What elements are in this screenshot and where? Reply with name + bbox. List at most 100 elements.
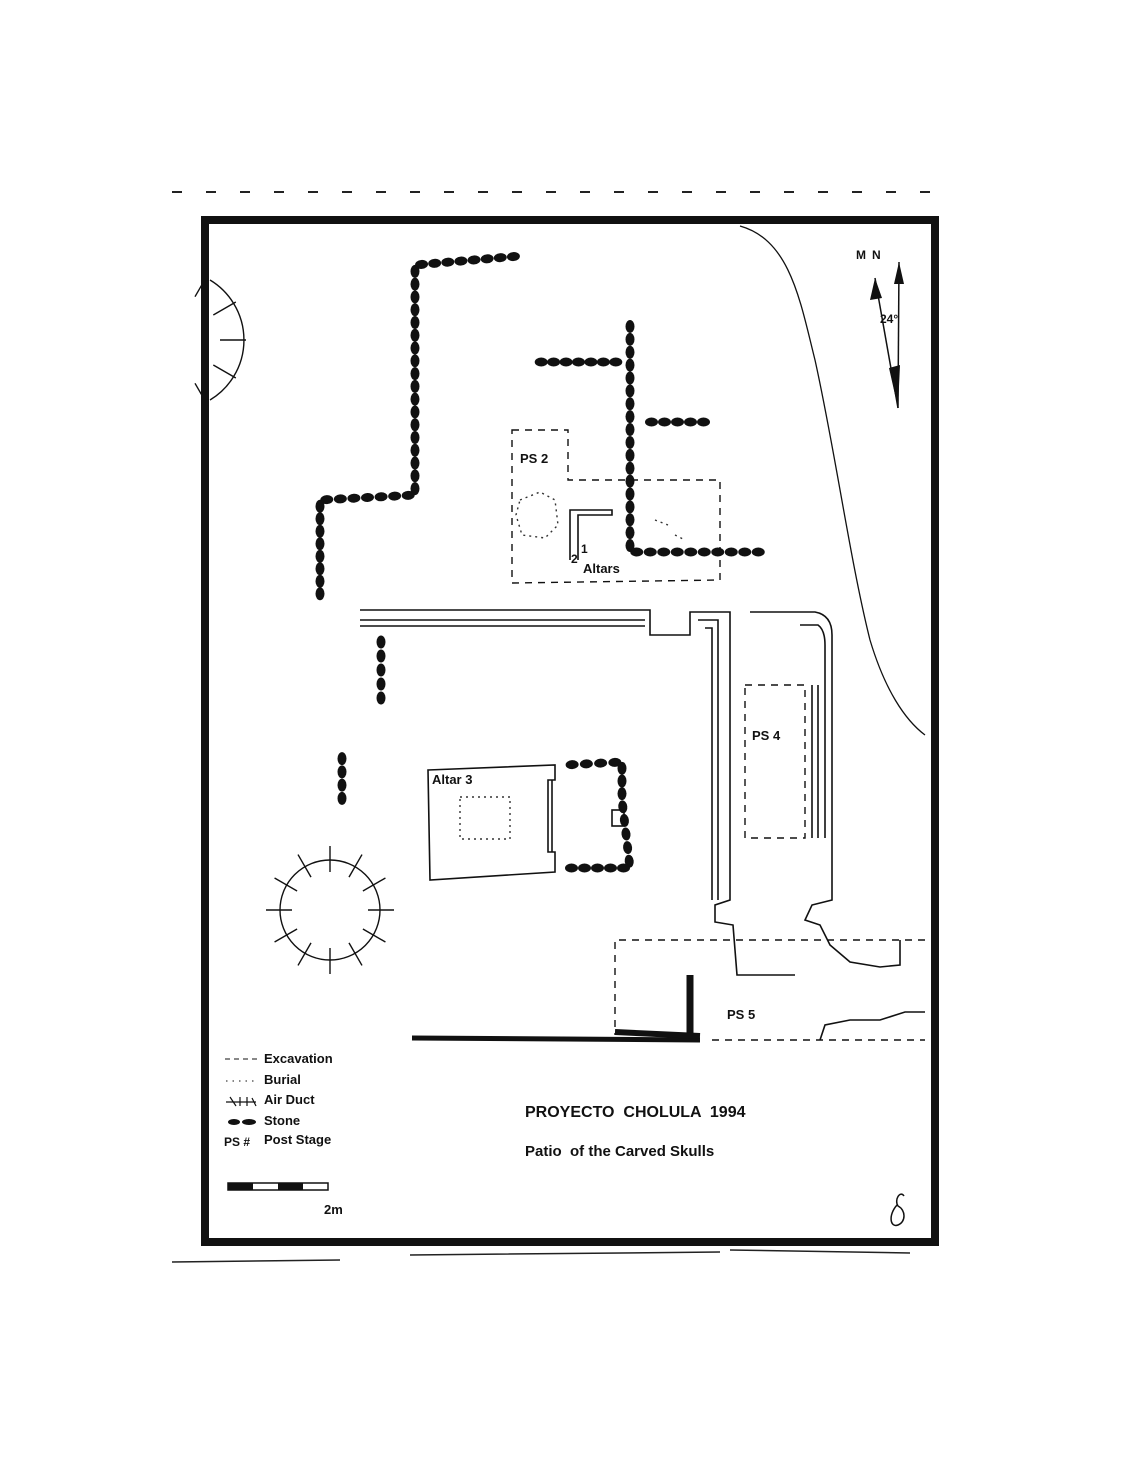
stone <box>410 431 420 444</box>
ps5-label: PS 5 <box>727 1007 755 1022</box>
ps4-label: PS 4 <box>752 728 781 743</box>
stone <box>315 549 325 563</box>
legend-stone: Stone <box>264 1113 300 1128</box>
stone <box>625 332 635 346</box>
stone <box>410 354 420 368</box>
stone <box>751 547 765 557</box>
air-duct-tick <box>194 382 209 407</box>
stone <box>315 574 325 588</box>
stone <box>621 827 631 841</box>
stone <box>410 367 420 381</box>
stone <box>480 254 494 264</box>
stone <box>594 758 608 768</box>
true-north-label: N <box>872 248 881 262</box>
stone <box>617 787 627 801</box>
stone <box>697 547 711 557</box>
burials <box>459 491 686 840</box>
stone <box>625 423 635 437</box>
stone <box>410 316 420 329</box>
stone-wall <box>411 1035 701 1043</box>
stone <box>337 752 347 766</box>
stone <box>428 258 442 268</box>
stone <box>617 761 627 775</box>
stone <box>596 357 610 367</box>
air-duct-tick <box>348 854 363 878</box>
stone <box>337 778 347 792</box>
air-duct-ring <box>194 273 394 974</box>
scale-label: 2m <box>324 1202 343 1217</box>
stone <box>315 562 325 576</box>
stone <box>320 495 334 505</box>
stone <box>315 537 325 551</box>
stone <box>738 547 752 557</box>
stone <box>337 791 347 805</box>
stone <box>657 547 671 557</box>
stone <box>410 482 420 496</box>
altars-label: Altars <box>583 561 620 576</box>
stone <box>625 345 635 359</box>
stone <box>697 417 710 427</box>
stone <box>578 863 591 873</box>
drafter-signature <box>890 1193 905 1227</box>
air-duct-tick <box>297 942 312 966</box>
air-duct-tick <box>297 854 312 878</box>
stone <box>410 456 420 470</box>
stone <box>376 635 386 649</box>
stone <box>410 290 420 304</box>
ps4-excavation <box>744 684 806 839</box>
stone <box>410 443 420 457</box>
air-duct-tick <box>212 301 237 316</box>
stone <box>376 691 386 705</box>
air-duct-tick <box>362 928 386 943</box>
stone <box>376 677 386 691</box>
legend-air-duct: Air Duct <box>264 1092 315 1107</box>
stone <box>374 492 388 502</box>
stone <box>410 405 420 419</box>
terrain-contour <box>739 225 926 736</box>
map-subtitle: Patio of the Carved Skulls <box>525 1143 714 1160</box>
stone <box>724 547 738 557</box>
stone <box>376 663 386 677</box>
stone <box>315 587 325 601</box>
stone-wall <box>614 1029 701 1039</box>
stone <box>684 417 697 427</box>
stone <box>534 357 548 367</box>
stone <box>625 371 635 385</box>
stone <box>645 417 658 427</box>
legend-excavation: Excavation <box>264 1051 333 1066</box>
stone <box>625 461 635 475</box>
stone <box>584 357 598 367</box>
air-duct-tick <box>212 364 237 379</box>
stone <box>625 397 635 411</box>
stone <box>623 841 633 855</box>
stone <box>315 512 325 526</box>
stone <box>441 257 455 267</box>
ps2-label: PS 2 <box>520 451 548 466</box>
air-duct-tick <box>274 928 298 943</box>
altar-2-label: 2 <box>571 552 578 566</box>
stone <box>410 469 420 483</box>
stone <box>410 264 420 278</box>
stone <box>410 418 420 432</box>
stone <box>410 379 420 393</box>
legend: Excavation Burial Air Duct Stone PS # Po… <box>224 1051 333 1149</box>
stone <box>388 491 402 501</box>
stone-walls <box>315 252 765 1043</box>
stone <box>625 319 635 333</box>
stone <box>617 774 627 788</box>
stone <box>493 253 507 263</box>
stone <box>347 493 361 503</box>
stone <box>401 490 415 500</box>
air-duct-tick <box>348 942 363 966</box>
stone <box>604 863 617 873</box>
stone <box>361 492 374 503</box>
stone <box>671 417 684 427</box>
stone <box>684 547 698 557</box>
stone <box>410 341 420 355</box>
stone <box>643 547 657 557</box>
stone <box>609 357 623 367</box>
stone <box>608 757 622 767</box>
stone <box>506 252 520 262</box>
stone <box>410 303 420 317</box>
legend-post-stage: Post Stage <box>264 1132 331 1147</box>
